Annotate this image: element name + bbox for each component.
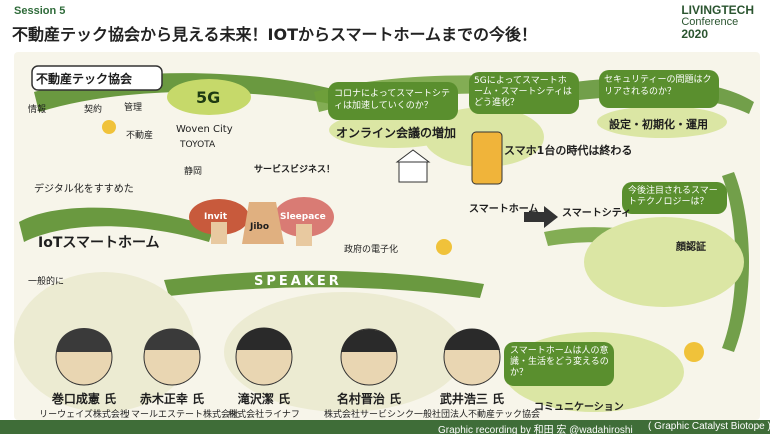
label-5g: 5G [196,88,221,107]
conference-logo: LIVINGTECH Conference 2020 [681,4,754,40]
label-kanri: 管理 [124,103,143,113]
speaker-card: 武井浩三 氏 一般社団法人不動産テック協会 [414,390,541,420]
house-roof [395,149,431,163]
label-woven-city: Woven City [176,124,233,135]
footer-credit: Graphic recording by 和田 宏 @wadahiroshi [438,425,633,436]
mushroom-invit-stem [211,222,227,244]
recording-drawing [14,65,754,412]
label-sumaho: スマホ1台の時代は終わる [504,144,633,157]
label-fudosan-tech: 不動産テック協会 [36,72,133,86]
house-illustration [398,161,428,183]
speaker-card: 滝沢潔 氏 株式会社ライナフ [214,390,314,420]
label-sleepace: Sleepace [280,212,326,222]
speaker-name: 名村晋治 氏 [336,392,402,406]
speaker-company: 株式会社サービシンク [323,410,414,420]
speaker-company: リーウェイズ株式会社 [39,410,129,420]
label-smart-home: スマートホーム [469,204,539,215]
label-invit: Invit [204,212,228,222]
bubble-tech [622,182,727,214]
speaker-portraits [55,327,501,386]
bubble-smarthome [504,342,614,386]
green-arrow-left [19,207,214,242]
blob-5g [167,79,251,115]
bubble-corona [328,82,458,120]
mushroom-invit-cap [189,199,249,235]
speaker-name: 武井浩三 氏 [439,392,505,406]
label-service-biz: サービスビジネス！ [254,165,336,175]
label-speaker: SPEAKER [254,274,342,289]
green-arrow-speaker [164,270,484,298]
label-jibo: Jibo [250,222,270,232]
label-govt: 政府の電子化 [344,245,399,255]
speaker-company: 一般社団法人不動産テック協会 [414,410,541,420]
mushroom-sleepace-stem [296,224,312,246]
session-label: Session 5 [14,5,66,17]
bubble-security [599,70,719,108]
accent-dot [102,120,116,134]
footer-org: ( Graphic Catalyst Biotope ) [648,421,770,432]
label-smarthome-q: スマートホームは人の意識・生活をどう変えるのか？ [510,346,609,378]
label-fudosan: 不動産 [126,131,154,141]
accent-dot [684,342,704,362]
label-keiyaku: 契約 [84,105,103,115]
jibo-shape [242,202,284,244]
page-title: 不動産テック協会から見える未来！IOTからスマートホームまでの今後！ [12,25,538,44]
speaker-card: 名村晋治 氏 株式会社サービシンク [319,390,419,420]
green-arrow-bottom [544,227,714,264]
label-online: オンライン会議の増加 [336,126,457,140]
label-5g-q: 5Gによってスマートホーム・スマートシティはどう進化？ [474,76,572,108]
label-digital: デジタル化をすすめた [34,184,134,195]
mushroom-sleepace-cap [274,197,334,237]
label-shizuoka: 静岡 [184,167,203,177]
label-info: 情報 [28,105,47,115]
label-settei: 設定・初期化・運用 [609,118,708,131]
label-iot-smarthome: IoTスマートホーム [38,235,160,251]
speaker-name: 赤木正幸 氏 [139,392,205,406]
speaker-name: 巻口成憲 氏 [51,392,117,406]
blob-settei [597,106,727,138]
speaker-card: 巻口成憲 氏 リーウェイズ株式会社 [34,390,134,420]
footer-bar: Graphic recording by 和田 宏 @wadahiroshi (… [0,420,770,436]
brand-line3: 2020 [681,27,709,41]
brand-line2: Conference [681,16,739,28]
header: Session 5 不動産テック協会から見える未来！IOTからスマートホームまで… [0,0,770,52]
graphic-recording: 不動産テック協会 情報 契約 管理 デジタル化をすすめた IoTスマートホーム … [14,52,760,420]
accent-dot [436,239,452,255]
label-ippanteki: 一般的に [28,277,65,287]
label-tech-q: 今後注目されるスマートテクノロジーは？ [628,186,718,207]
speaker-card: 赤木正幸 氏 リマールエステート株式会社 [122,390,240,420]
label-toyota: TOYOTA [180,140,216,150]
speaker-company: リマールエステート株式会社 [122,410,240,420]
speaker-company: 株式会社ライナフ [228,410,300,420]
label-corona-q: コロナによってスマートシティは加速していくのか？ [334,89,451,111]
arrow-home-city [524,206,558,228]
smartphone-illustration [471,131,503,185]
label-communication: コミュニケーション [534,402,624,413]
bubble-5g [469,72,579,114]
label-security-q: セキュリティーの問題はクリアされるのか？ [604,75,712,97]
bubble-fudosan [31,65,163,91]
brand-line1: LIVINGTECH [681,3,754,17]
speaker-name: 滝沢潔 氏 [237,392,291,406]
label-hakkaku: 顔認証 [676,242,706,253]
blob-tech [584,217,744,307]
label-smart-city: スマートシティ [562,208,632,219]
